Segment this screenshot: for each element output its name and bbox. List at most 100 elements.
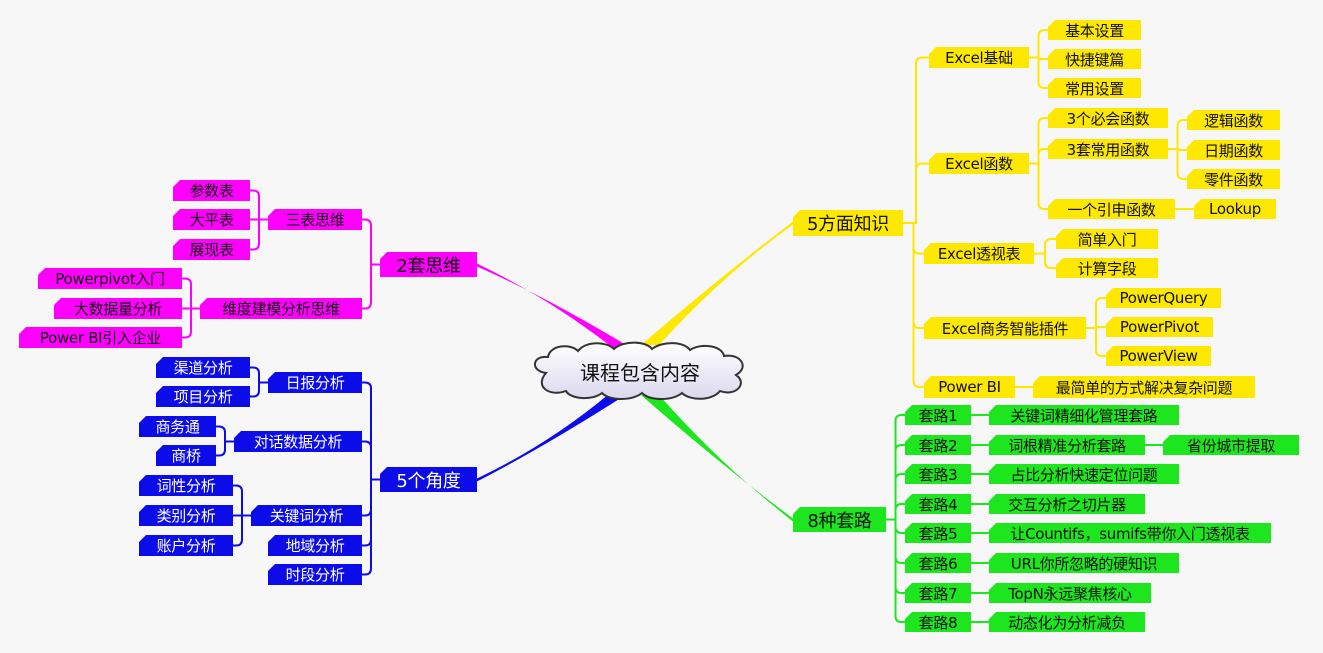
leaf-node[interactable]: PowerPivot [1106, 317, 1213, 337]
node-label: 计算字段 [1077, 259, 1137, 278]
node-label: 大数据量分析 [73, 300, 163, 318]
subtopic-node[interactable]: 套路2 [905, 435, 971, 455]
leaf-node[interactable]: 常用设置 [1048, 78, 1141, 98]
leaf-node[interactable]: 商桥 [156, 445, 216, 466]
subtopic-node[interactable]: Excel透视表 [924, 243, 1034, 264]
leaf-node[interactable]: 零件函数 [1187, 169, 1280, 189]
node-label: 渠道分析 [173, 359, 233, 377]
leaf-node[interactable]: 时段分析 [268, 564, 362, 585]
subtopic-node[interactable]: Excel基础 [929, 47, 1029, 68]
connector-line [886, 503, 905, 521]
leaf-node[interactable]: 交互分析之切片器 [989, 494, 1145, 514]
subtopic-node[interactable]: Excel函数 [929, 153, 1029, 174]
leaf-node[interactable]: 展现表 [173, 239, 250, 260]
connector-line [886, 414, 905, 521]
leaf-node[interactable]: 3个必会函数 [1048, 108, 1168, 128]
subtopic-node[interactable]: 一个引申函数 [1048, 199, 1175, 219]
node-label: PowerPivot [1119, 318, 1200, 336]
leaf-node[interactable]: 大平表 [173, 209, 250, 230]
subtopic-node[interactable]: 关键词分析 [251, 505, 362, 526]
node-label: 5个角度 [396, 470, 461, 492]
subtopic-node[interactable]: 套路5 [905, 523, 971, 543]
leaf-node[interactable]: 商务通 [139, 416, 216, 437]
leaf-node[interactable]: 快捷键篇 [1048, 49, 1141, 69]
connector-line [216, 440, 234, 457]
leaf-node[interactable]: 基本设置 [1048, 20, 1141, 40]
subtopic-node[interactable]: 词根精准分析套路 [989, 435, 1145, 455]
subtopic-node[interactable]: 3套常用函数 [1048, 139, 1168, 159]
branch-topic[interactable]: 2套思维 [380, 252, 477, 277]
connector-line [903, 162, 929, 224]
connector-line [886, 444, 905, 521]
subtopic-node[interactable]: 维度建模分析思维 [200, 298, 362, 319]
subtopic-node[interactable]: 套路6 [905, 553, 971, 573]
node-label: 8种套路 [807, 510, 872, 532]
connector-line [362, 440, 380, 481]
branch-topic[interactable]: 8种套路 [793, 507, 886, 532]
subtopic-node[interactable]: 套路8 [905, 612, 971, 632]
node-label: Excel透视表 [937, 245, 1021, 263]
subtopic-node[interactable]: Power BI [924, 376, 1015, 398]
leaf-node[interactable]: 关键词精细化管理套路 [989, 405, 1179, 425]
connector-line [250, 218, 268, 251]
leaf-node[interactable]: 大数据量分析 [54, 298, 182, 319]
node-label: 一个引申函数 [1067, 200, 1156, 219]
leaf-node[interactable]: PowerView [1106, 346, 1211, 366]
leaf-node[interactable]: 地域分析 [268, 535, 362, 556]
node-label: 交互分析之切片器 [1008, 495, 1126, 514]
subtopic-node[interactable]: 对话数据分析 [234, 431, 362, 452]
node-label: 项目分析 [173, 388, 233, 406]
leaf-node[interactable]: 计算字段 [1056, 258, 1158, 278]
node-label: 套路5 [918, 524, 958, 543]
leaf-node[interactable]: 类别分析 [139, 505, 233, 526]
leaf-node[interactable]: Powerpivot入门 [38, 268, 182, 289]
leaf-node[interactable]: PowerQuery [1106, 288, 1221, 308]
connector-line [1168, 119, 1187, 150]
leaf-node[interactable]: 让Countifs，sumifs带你入门透视表 [989, 523, 1271, 543]
connector-line [182, 307, 200, 339]
subtopic-node[interactable]: 套路1 [905, 405, 971, 425]
subtopic-node[interactable]: 日报分析 [268, 372, 362, 393]
branch-topic[interactable]: 5方面知识 [793, 210, 903, 236]
node-label: 时段分析 [285, 566, 345, 584]
leaf-node[interactable]: Power BI引入企业 [19, 327, 182, 348]
connector-line [362, 478, 380, 576]
subtopic-node[interactable]: 套路7 [905, 583, 971, 603]
leaf-node[interactable]: 动态化为分析减负 [989, 612, 1145, 632]
node-label: 类别分析 [156, 507, 216, 525]
node-label: Excel商务智能插件 [941, 319, 1069, 338]
leaf-node[interactable]: 占比分析快速定位问题 [989, 464, 1179, 484]
leaf-node[interactable]: 账户分析 [139, 535, 233, 556]
node-label: URL你所忽略的硬知识 [1010, 554, 1158, 573]
branch-topic[interactable]: 5个角度 [380, 467, 477, 492]
subtopic-node[interactable]: 套路3 [905, 464, 971, 484]
node-label: 账户分析 [156, 537, 216, 555]
node-label: 套路8 [918, 613, 958, 632]
leaf-node[interactable]: TopN永远聚焦核心 [989, 583, 1151, 603]
leaf-node[interactable]: 逻辑函数 [1187, 110, 1280, 130]
leaf-node[interactable]: Lookup [1194, 199, 1276, 219]
leaf-node[interactable]: 项目分析 [156, 386, 250, 407]
main-branch-wedge [641, 395, 793, 522]
connector-line [362, 218, 380, 266]
leaf-node[interactable]: URL你所忽略的硬知识 [989, 553, 1179, 573]
leaf-node[interactable]: 最简单的方式解决复杂问题 [1033, 376, 1255, 398]
subtopic-node[interactable]: 套路4 [905, 494, 971, 514]
leaf-node[interactable]: 日期函数 [1187, 140, 1280, 160]
leaf-node[interactable]: 参数表 [173, 180, 250, 201]
subtopic-node[interactable]: 三表思维 [268, 209, 362, 230]
subtopic-node[interactable]: Excel商务智能插件 [924, 317, 1086, 339]
leaf-node[interactable]: 省份城市提取 [1163, 435, 1299, 455]
leaf-node[interactable]: 渠道分析 [156, 357, 250, 378]
node-label: 3套常用函数 [1066, 140, 1150, 159]
leaf-node[interactable]: 词性分析 [139, 475, 233, 496]
connector-line [1029, 162, 1048, 210]
central-cloud-node[interactable] [526, 341, 754, 401]
connector-line [1029, 117, 1048, 165]
leaf-node[interactable]: 简单入门 [1056, 229, 1158, 249]
node-label: 商务通 [155, 418, 200, 436]
connector-line [1034, 252, 1056, 269]
node-label: 套路6 [918, 554, 958, 573]
node-label: TopN永远聚焦核心 [1008, 584, 1132, 603]
